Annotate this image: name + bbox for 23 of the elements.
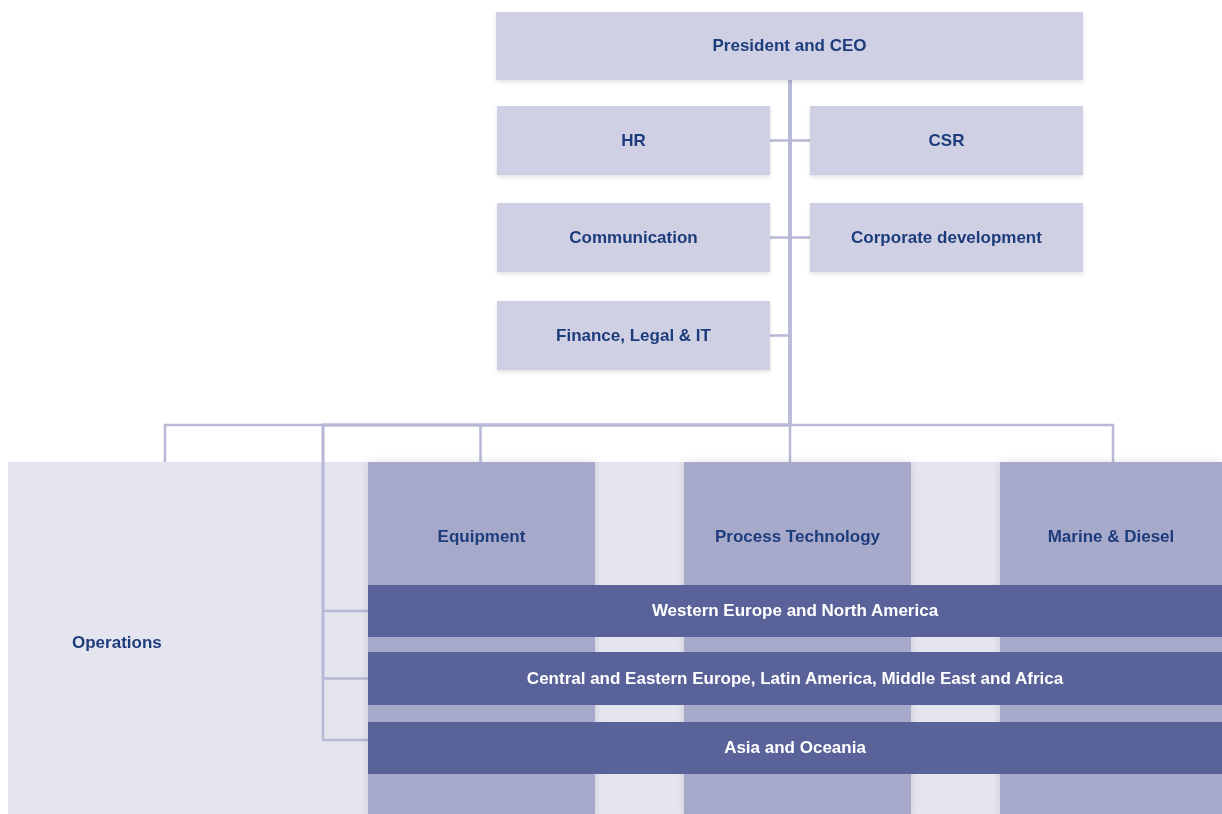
region-bar — [368, 722, 1222, 774]
org-box — [496, 12, 1083, 80]
node-label: Western Europe and North America — [651, 600, 939, 622]
node-label: HR — [621, 129, 646, 152]
node-label: Equipment — [437, 526, 526, 548]
org-box — [497, 106, 770, 175]
org-box — [810, 203, 1083, 272]
node-label: Process Technology — [715, 526, 880, 548]
org-box — [810, 106, 1083, 175]
node-label: CSR — [928, 129, 965, 152]
org-box — [497, 301, 770, 370]
node-label: Finance, Legal & IT — [556, 324, 711, 347]
node-label: Marine & Diesel — [1047, 526, 1175, 548]
org-box — [497, 203, 770, 272]
node-label: Communication — [569, 226, 698, 249]
node-label: Central and Eastern Europe, Latin America, Middle East and Africa — [526, 667, 1064, 690]
node-label: President and CEO — [712, 35, 867, 57]
node-label: Operations — [72, 632, 162, 654]
node-label: Asia and Oceania — [724, 737, 866, 759]
node-label: Corporate development — [851, 226, 1042, 249]
region-bar — [368, 585, 1222, 637]
division-band — [8, 462, 1222, 814]
region-bar — [368, 652, 1222, 705]
